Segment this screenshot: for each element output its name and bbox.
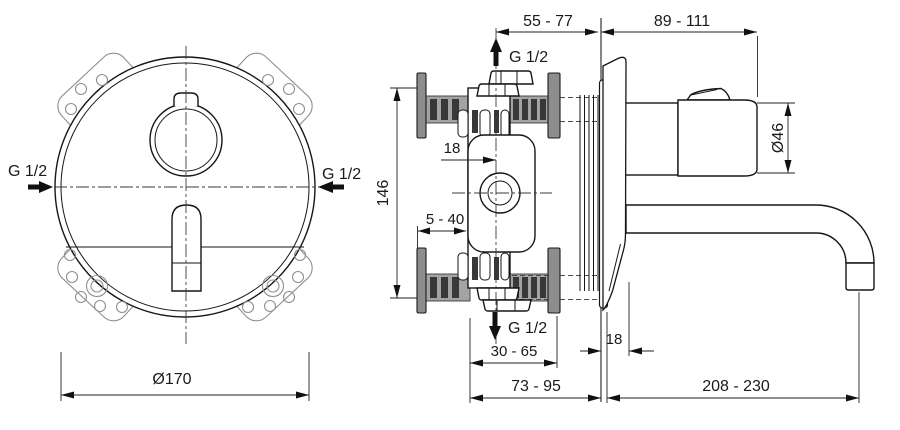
front-g-right-label: G 1/2 xyxy=(322,166,361,183)
flange-holes xyxy=(63,73,307,314)
lever-handle-front xyxy=(171,204,202,292)
bottom-inlet-callout: G 1/2 xyxy=(489,312,547,340)
body-height-label: 146 xyxy=(375,180,392,207)
bottom-inlet-label: G 1/2 xyxy=(508,320,547,337)
depth-adjust-label: 55 - 77 xyxy=(523,13,573,30)
front-view: G 1/2 G 1/2 Ø170 xyxy=(8,46,361,401)
dim-body-height: 146 xyxy=(375,87,417,299)
mixer-lever-icon xyxy=(685,87,731,101)
dim-center-offset: 18 xyxy=(441,140,496,164)
rough-in-depth-label: 73 - 95 xyxy=(511,378,561,395)
top-connection-nut xyxy=(476,70,534,97)
right-clamp-plate-bottom xyxy=(547,247,561,314)
dim-handle-diameter: Ø46 xyxy=(757,102,795,174)
escutcheon-depth-label: 18 xyxy=(606,331,623,348)
concealed-body xyxy=(416,70,598,314)
front-diameter-label: Ø170 xyxy=(152,371,191,388)
dim-escutcheon-depth: 18 xyxy=(580,282,654,356)
dim-wall-thickness: 5 - 40 xyxy=(417,211,466,248)
handle-neck xyxy=(621,102,679,176)
right-clamp-plate-top xyxy=(547,72,561,139)
spout-reach-label: 208 - 230 xyxy=(702,378,770,395)
left-inlet-arrow-icon xyxy=(28,181,53,193)
top-inlet-label: G 1/2 xyxy=(509,49,548,66)
front-inlet-left-callout: G 1/2 xyxy=(8,163,53,193)
dim-front-diameter: Ø170 xyxy=(60,352,310,401)
front-g-left-label: G 1/2 xyxy=(8,163,47,180)
right-inlet-arrow-icon xyxy=(318,181,344,193)
dim-rough-in-depth: 73 - 95 xyxy=(470,378,601,402)
up-arrow-icon xyxy=(490,38,502,66)
clamp-range-label: 30 - 65 xyxy=(491,343,538,360)
wall-thickness-label: 5 - 40 xyxy=(426,211,464,228)
spout-outlet-tip xyxy=(845,262,875,291)
spout xyxy=(625,204,875,291)
handle-body xyxy=(677,87,758,177)
dim-handle-reach: 89 - 111 xyxy=(601,13,758,97)
escutcheon xyxy=(598,56,627,312)
center-offset-label: 18 xyxy=(444,140,461,157)
wall-and-sleeve xyxy=(579,18,602,402)
handle-reach-label: 89 - 111 xyxy=(654,13,710,30)
dim-depth-adjust: 55 - 77 xyxy=(496,13,598,36)
dim-clamp-range: 30 - 65 xyxy=(469,316,558,403)
bottom-connection-nut xyxy=(476,287,532,312)
down-arrow-icon xyxy=(489,312,501,340)
handle-diameter-label: Ø46 xyxy=(770,123,787,153)
dim-spout-reach: 208 - 230 xyxy=(606,292,860,403)
side-view: 146 xyxy=(375,13,875,403)
left-clamp-plate-top xyxy=(416,72,427,139)
top-inlet-callout: G 1/2 xyxy=(490,38,548,66)
left-clamp-plate-bottom xyxy=(416,247,427,314)
front-inlet-right-callout: G 1/2 xyxy=(318,166,361,193)
escutcheon-front-plate xyxy=(602,56,627,312)
